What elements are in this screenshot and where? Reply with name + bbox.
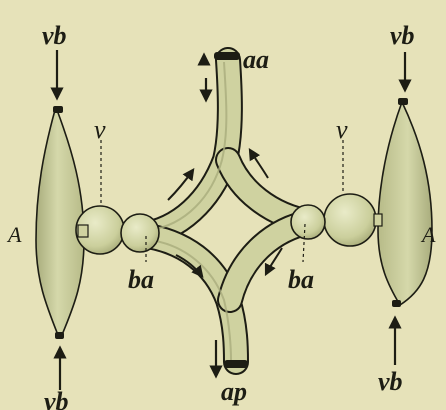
right-atrium [378, 102, 432, 305]
label-ba-right: ba [288, 265, 314, 294]
label-a-left: A [6, 222, 22, 247]
label-vb-bottom-right: vb [378, 367, 403, 396]
aa-tube-cap [214, 52, 240, 60]
label-ap: ap [221, 377, 247, 406]
left-atrium-top-cap [53, 106, 63, 113]
label-vb-top-right: vb [390, 21, 415, 50]
vessel-tubes [140, 60, 310, 362]
label-aa: aa [243, 45, 269, 74]
right-atrium-top-cap [398, 98, 408, 105]
ap-tube-cap [224, 360, 248, 368]
label-v-left: v [94, 115, 106, 144]
left-av-connector [78, 225, 88, 237]
label-v-right: v [336, 115, 348, 144]
right-ventricle [324, 194, 376, 246]
left-atrium-bottom-cap [55, 332, 64, 339]
left-bulbus [121, 214, 159, 252]
label-a-right: A [420, 222, 436, 247]
label-ba-left: ba [128, 265, 154, 294]
label-vb-top-left: vb [42, 21, 67, 50]
right-bulbus [291, 205, 325, 239]
right-atrium-bottom-cap [392, 300, 401, 307]
label-vb-bottom-left: vb [44, 387, 69, 410]
right-av-connector [374, 214, 382, 226]
